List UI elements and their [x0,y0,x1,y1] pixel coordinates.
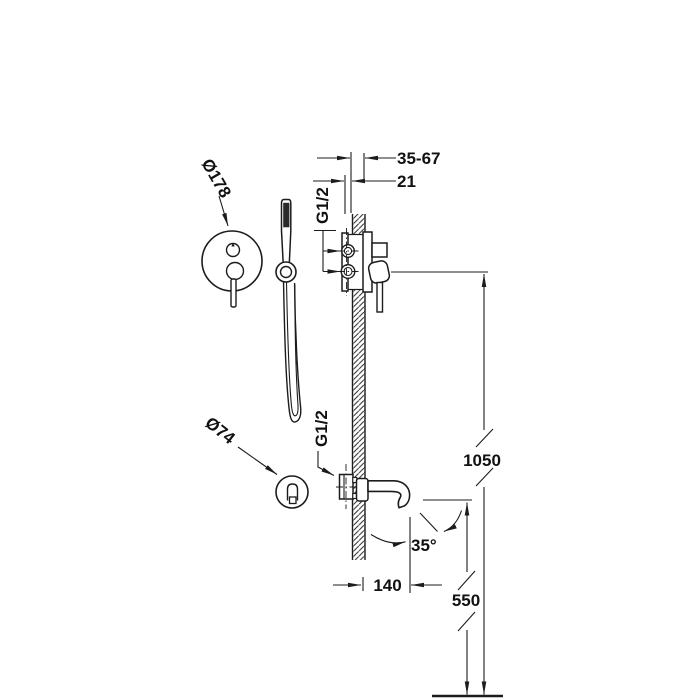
leader-polyline [317,451,335,476]
spout-tube [367,480,411,509]
break-slash [475,428,494,448]
dim-mixer-height-label: 1050 [463,451,501,470]
leader-line [237,446,278,475]
shower-holder-ring-inner [279,265,293,279]
break-slash [475,467,494,487]
dim-spout-projection-label: 140 [373,576,401,595]
plate-lever [230,278,237,308]
outlet-diameter-label: Ø74 [202,413,239,448]
thread-mixer-label: G1/2 [313,187,332,224]
plate-diameter-label: Ø178 [198,156,235,202]
wall-spout [336,464,411,509]
dim-mixer-height [475,274,494,695]
hand-shower [275,198,302,423]
swivel-arc-right [443,510,463,533]
reference-lines [344,152,488,593]
dim-recess-depth-label: 35-67 [397,149,440,168]
lever-hub [225,261,245,281]
dim-swivel-angle-label: 35° [411,536,437,555]
wall-hatch [352,214,365,560]
shower-hose-inner [285,281,299,417]
handshower-spray-face [283,202,290,228]
wall-outlet-elbow [275,475,309,509]
leader-thread-mixer [314,229,341,274]
valve-cartridge-housing [362,231,373,293]
swivel-direction-line [419,512,438,532]
leader-thread-spout [317,451,335,476]
leader-line [218,195,229,227]
outlet-nipple-end [288,496,297,505]
thread-spout-label: G1/2 [312,410,331,447]
valve-body-mask [348,234,364,290]
dim-swivel-angle [370,510,463,548]
concealed-mixer-valve [338,228,391,313]
break-slash [457,570,476,591]
diverter-indicator [231,242,235,247]
valve-outlet-port [371,242,388,258]
shower-hose-outer [282,280,302,423]
spout-escutcheon [355,477,369,502]
valve-handle-lever [376,281,384,313]
swivel-arc-left [370,534,406,548]
break-slash [457,611,476,632]
dim-wall-offset-label: 21 [397,172,416,191]
valve-mounting-plate [341,232,349,292]
control-plate [201,230,263,308]
leader-outlet-diameter [237,446,278,475]
leader-plate-diameter [218,195,229,227]
valve-handle-cap [367,260,391,284]
dim-spout-height [457,502,476,695]
dim-spout-height-label: 550 [452,591,480,610]
